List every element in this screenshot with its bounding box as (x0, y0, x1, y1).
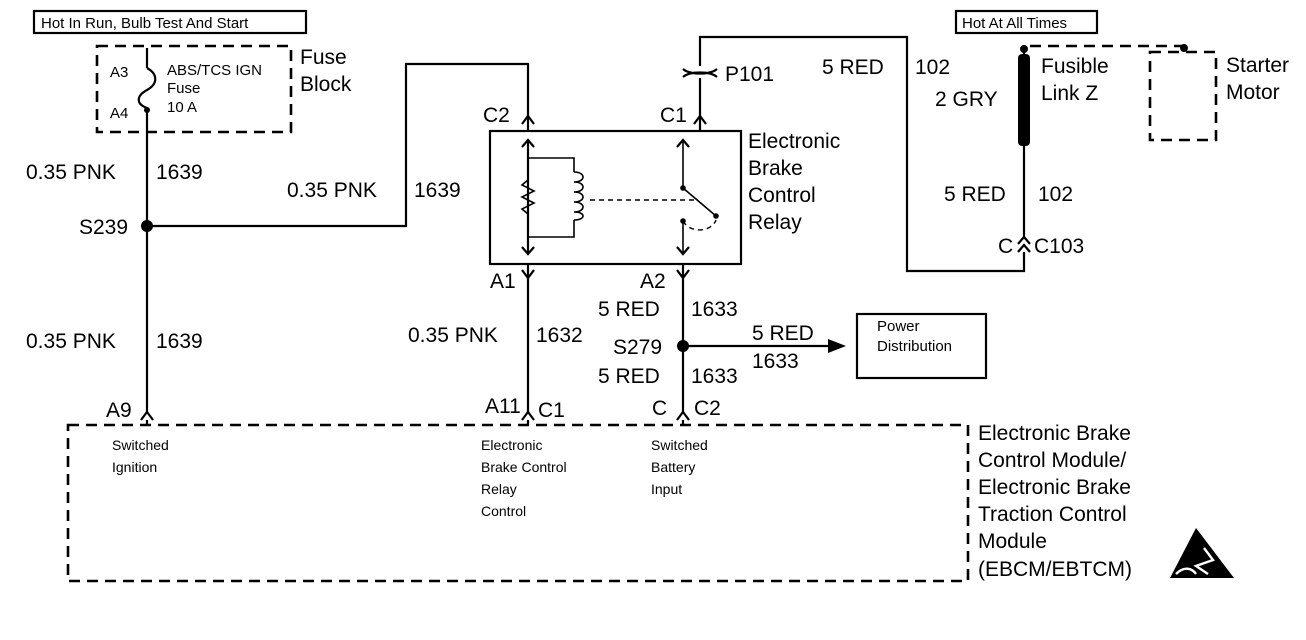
connector-a9-icon (140, 410, 154, 421)
module-pin2-line1: Electronic (481, 437, 542, 453)
module-pin1-line1: Switched (112, 437, 169, 453)
hot-in-run-label: Hot In Run, Bulb Test And Start (41, 15, 249, 32)
wire-relay-ctrl-circuit: 1632 (536, 324, 583, 347)
relay-title-1: Electronic (748, 130, 840, 153)
wire-top-mid-gauge: 0.35 PNK (287, 179, 377, 202)
wire-batt-upper-gauge: 5 RED (598, 298, 660, 321)
connector-c2-label: C2 (694, 397, 721, 420)
fuse-pin-a4: A4 (110, 105, 128, 122)
wire-batt-lower-gauge: 5 RED (598, 365, 660, 388)
module-title-3: Electronic Brake (978, 476, 1131, 499)
module-pin3-line3: Input (651, 481, 682, 497)
relay-coil-branch-top (528, 157, 575, 172)
relay-inner-arrow-bottom-right (676, 246, 690, 256)
resistor-icon (520, 179, 536, 215)
starter-motor-outline (1148, 50, 1218, 142)
connector-c103-icon (1017, 235, 1031, 253)
wire-power-dist-gauge: 5 RED (752, 322, 814, 345)
relay-coil-branch-bottom (528, 220, 575, 238)
relay-title-3: Control (748, 184, 816, 207)
module-title-6: (EBCM/EBTCM) (978, 558, 1132, 581)
relay-title-4: Relay (748, 211, 802, 234)
module-pin2-line4: Control (481, 503, 526, 519)
wire-top-right-gauge: 5 RED (822, 56, 884, 79)
starter-title-1: Starter (1226, 54, 1289, 77)
wire-top-right-circuit: 102 (915, 56, 950, 79)
starter-title-2: Motor (1226, 81, 1280, 104)
power-distribution-line2: Distribution (877, 338, 952, 355)
fusible-link-title-2: Link Z (1041, 82, 1098, 105)
fuse-block-outline (95, 44, 293, 134)
wire-1639-to-relay (147, 62, 530, 228)
hot-in-run-box (32, 9, 308, 35)
splice-s239-label: S239 (79, 216, 128, 239)
module-pin3-line1: Switched (651, 437, 708, 453)
fuse-pin-a3: A3 (110, 64, 128, 81)
connector-c-left-label: C (652, 397, 667, 420)
connector-a11-icon (521, 410, 535, 421)
relay-switch-contact-right (713, 213, 719, 219)
connector-c1-label: C1 (538, 399, 565, 422)
fuse-block-title-1: Fuse (300, 46, 347, 69)
module-title-5: Module (978, 530, 1047, 553)
module-pin3-line2: Battery (651, 459, 695, 475)
coil-icon (573, 171, 584, 221)
starter-terminal (1180, 44, 1188, 52)
relay-inner-arrow-bottom-left (521, 246, 535, 256)
relay-pin-c2-label: C2 (483, 104, 510, 127)
esd-warning-icon (1170, 528, 1234, 578)
hot-at-all-times-label: Hot At All Times (962, 15, 1067, 32)
wire-left-lower-circuit: 1639 (156, 330, 203, 353)
relay-switch-blade (682, 187, 717, 217)
fuse-name-1: ABS/TCS IGN (167, 62, 262, 79)
module-pin1-line2: Ignition (112, 459, 157, 475)
wire-right-lower-circuit: 102 (1038, 183, 1073, 206)
relay-title-2: Brake (748, 157, 803, 180)
module-title-1: Electronic Brake (978, 422, 1131, 445)
splice-s279-label: S279 (613, 336, 662, 359)
fuse-block-title-2: Block (300, 73, 352, 96)
module-title-4: Traction Control (978, 503, 1127, 526)
connector-a9-label: A9 (106, 399, 132, 422)
module-pin2-line2: Brake Control (481, 459, 567, 475)
wire-relay-ctrl-gauge: 0.35 PNK (408, 324, 498, 347)
fusible-link-title-1: Fusible (1041, 55, 1109, 78)
power-distribution-line1: Power (877, 318, 920, 335)
fuse-name-3: 10 A (167, 99, 197, 116)
connector-c103-left-label: C (998, 235, 1013, 258)
relay-pin-a1-label: A1 (490, 270, 516, 293)
wire-left-upper-gauge: 0.35 PNK (26, 161, 116, 184)
relay-pin-c1-label: C1 (660, 104, 687, 127)
module-title-2: Control Module/ (978, 449, 1126, 472)
wire-left-lower-gauge: 0.35 PNK (26, 330, 116, 353)
wire-top-mid-circuit: 1639 (414, 179, 461, 202)
power-distribution-arrow-icon (828, 339, 846, 353)
connector-c2-icon (676, 410, 690, 421)
fuse-name-2: Fuse (167, 80, 200, 97)
module-pin2-line3: Relay (481, 481, 517, 497)
connector-a11-label: A11 (485, 395, 521, 418)
wire-fusible-gauge: 2 GRY (935, 88, 998, 111)
wire-batt-lower-circuit: 1633 (691, 365, 738, 388)
relay-switch-travel (682, 219, 717, 231)
wire-left-upper-circuit: 1639 (156, 161, 203, 184)
fusible-link-top-terminal (1020, 45, 1028, 53)
p101-connector-icon (682, 68, 718, 78)
power-distribution-box (855, 312, 988, 380)
wire-102-top (698, 35, 1026, 273)
wire-power-dist-circuit: 1633 (752, 350, 799, 373)
relay-pin-a2-label: A2 (640, 270, 666, 293)
relay-box (488, 129, 743, 266)
connector-c103-label: C103 (1034, 235, 1084, 258)
p101-label: P101 (725, 63, 774, 86)
ebcm-module-outline (66, 423, 970, 583)
fuse-element-icon (137, 67, 157, 110)
wire-batt-upper-circuit: 1633 (691, 298, 738, 321)
fusible-link-z-icon (1018, 54, 1030, 146)
hot-at-all-times-box (954, 9, 1099, 35)
wire-right-lower-gauge: 5 RED (944, 183, 1006, 206)
